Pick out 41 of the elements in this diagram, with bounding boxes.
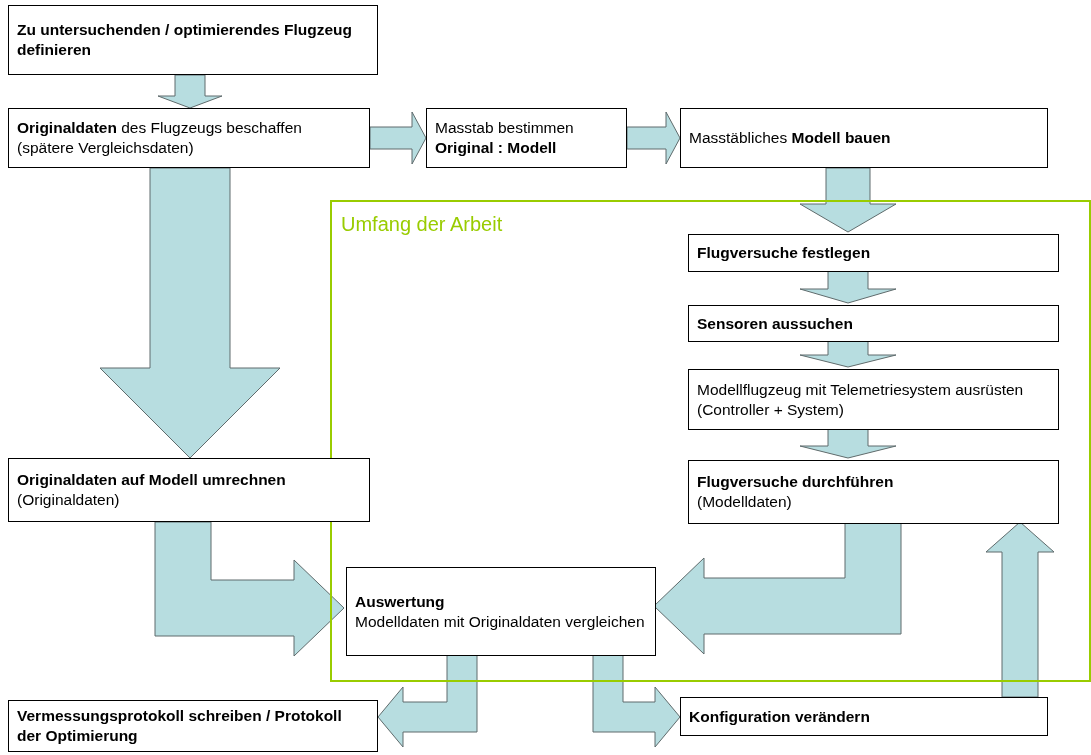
block-arrow — [799, 427, 897, 459]
block-arrow — [99, 167, 281, 459]
box-text: Konfiguration verändern — [689, 706, 871, 727]
scope-frame — [330, 200, 1091, 682]
block-arrow — [799, 167, 897, 233]
box-text: Zu untersuchenden / optimierendes Flugzeug definieren — [17, 20, 353, 60]
box-text: Vermessungsprotokoll schreiben / Protokoll der Optimierung — [17, 706, 343, 746]
process-box — [426, 108, 627, 168]
box-text: Flugversuche festlegen — [697, 243, 872, 263]
process-box — [688, 234, 1059, 272]
process-box — [8, 458, 370, 522]
box-heading: Flugversuche durchführen — [697, 472, 895, 492]
block-arrow — [154, 521, 345, 657]
process-box — [8, 5, 378, 75]
process-box — [8, 108, 370, 168]
process-box — [680, 697, 1048, 736]
block-arrow — [985, 521, 1055, 698]
process-box — [688, 305, 1059, 342]
scope-title: Umfang der Arbeit — [341, 212, 503, 237]
process-box — [680, 108, 1048, 168]
box-text: Originaldaten des Flugzeugs beschaffen (spätere Vergleichsdaten) — [17, 118, 303, 158]
process-box — [688, 369, 1059, 430]
block-arrow — [157, 74, 223, 109]
process-box — [346, 567, 656, 656]
process-box — [8, 700, 378, 752]
block-arrow — [799, 269, 897, 304]
box-text: Masstäbliches Modell bauen — [689, 128, 892, 148]
box-text: Originaldaten auf Modell umrechnen (Originaldaten) — [17, 470, 287, 510]
block-arrow — [369, 111, 427, 165]
block-arrow — [377, 653, 478, 748]
box-text: Sensoren aussuchen — [697, 313, 854, 334]
box-text: Modelldaten mit Originaldaten vergleichen — [355, 611, 646, 632]
process-box — [688, 460, 1059, 524]
block-arrow — [653, 521, 902, 655]
block-arrow — [592, 653, 681, 748]
box-text: Masstab bestimmen Original : Modell — [435, 118, 575, 158]
block-arrow — [626, 111, 681, 165]
block-arrow — [799, 339, 897, 368]
box-heading: Auswertung — [355, 591, 446, 612]
box-text: Modellflugzeug mit Telemetriesystem ausrüsten (Controller + System) — [697, 379, 1025, 420]
box-text: (Modelldaten) — [697, 492, 793, 512]
